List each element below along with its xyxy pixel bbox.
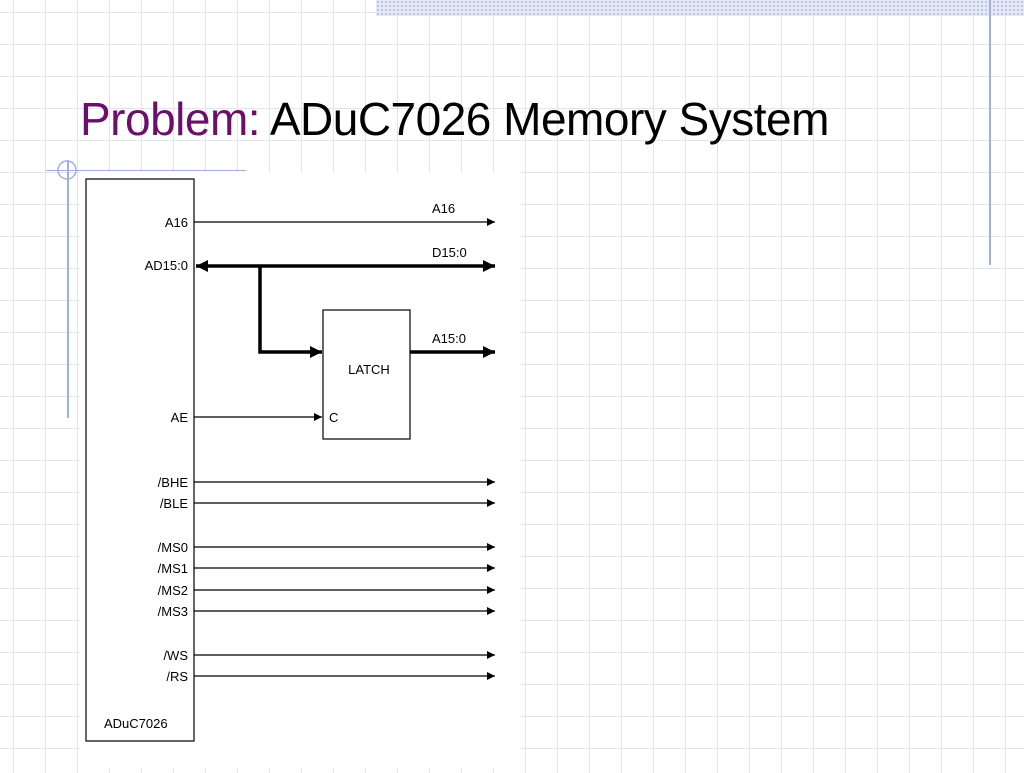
pin-label-ms1: /MS1 — [158, 561, 188, 576]
title-prefix: Problem: — [80, 93, 261, 145]
pin-label-bhe: /BHE — [158, 475, 189, 490]
memory-system-diagram: ADuC7026 A16 A16 AD15:0 D15:0 LATCH C A1… — [80, 172, 520, 768]
pin-label-ad: AD15:0 — [145, 258, 188, 273]
accent-rule-right — [989, 0, 991, 265]
pin-label-a16: A16 — [165, 215, 188, 230]
pin-label-rs: /RS — [166, 669, 188, 684]
latch-input-bus — [258, 266, 322, 358]
schematic-svg: ADuC7026 A16 A16 AD15:0 D15:0 LATCH C A1… — [85, 178, 495, 742]
chip-box — [85, 178, 195, 742]
pin-label-ms3: /MS3 — [158, 604, 188, 619]
pin-label-ws: /WS — [163, 648, 188, 663]
latch-box — [322, 309, 411, 440]
output-label-a16: A16 — [432, 201, 455, 216]
latch-label: LATCH — [348, 362, 390, 377]
latch-clock-pin-label: C — [329, 410, 338, 425]
pin-label-ms0: /MS0 — [158, 540, 188, 555]
pin-label-ble: /BLE — [160, 496, 189, 511]
pin-label-ae: AE — [171, 410, 189, 425]
accent-rule-horizontal — [46, 170, 246, 171]
slide-title: Problem: ADuC7026 Memory System — [80, 96, 829, 142]
crosshair-circle-icon — [57, 160, 77, 180]
title-main: ADuC7026 Memory System — [269, 93, 830, 145]
chip-label: ADuC7026 — [104, 716, 168, 731]
output-label-address-bus: A15:0 — [432, 331, 466, 346]
pin-label-ms2: /MS2 — [158, 583, 188, 598]
header-band — [376, 0, 1024, 16]
output-label-data-bus: D15:0 — [432, 245, 467, 260]
accent-rule-left — [67, 160, 69, 418]
